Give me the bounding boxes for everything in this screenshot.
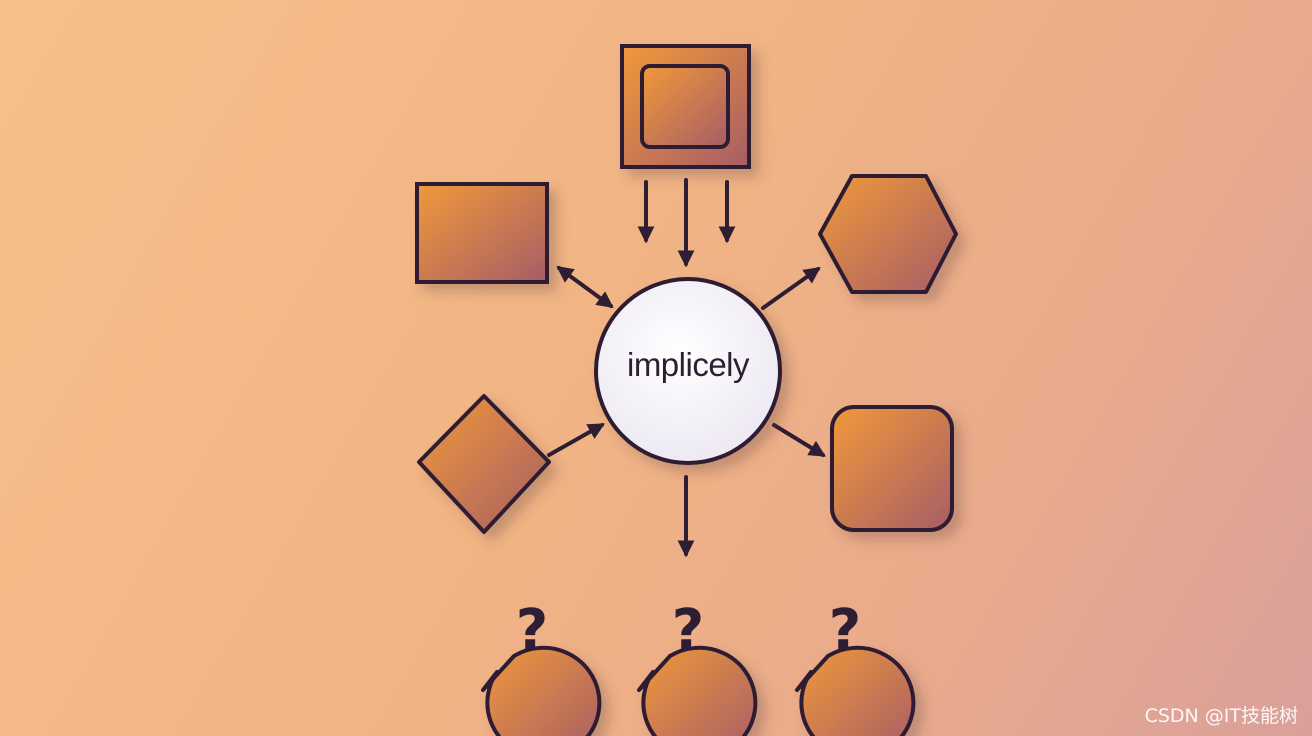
watermark-text: CSDN @IT技能树	[1144, 705, 1298, 727]
question-mark-1: ?	[516, 598, 548, 663]
rectangle-node	[415, 182, 549, 284]
center-node-label: implicely	[626, 346, 750, 383]
arrow-rectangle-center-bidirectional	[556, 266, 614, 308]
chip-square-node	[620, 44, 751, 169]
arrow-diamond-to-center	[547, 423, 605, 457]
diamond-node	[417, 394, 551, 534]
arrow-center-to-rounded-square	[772, 423, 826, 457]
hexagon-node	[818, 174, 958, 294]
question-bubble-3	[795, 645, 916, 736]
rounded-square-node	[830, 405, 954, 532]
question-bubble-2	[637, 645, 758, 736]
question-bubble-1	[481, 645, 602, 736]
question-mark-3: ?	[829, 598, 861, 663]
question-mark-2: ?	[672, 598, 704, 663]
arrow-center-to-hexagon	[761, 267, 821, 310]
connector-arrows	[547, 178, 826, 558]
center-node	[594, 277, 782, 465]
